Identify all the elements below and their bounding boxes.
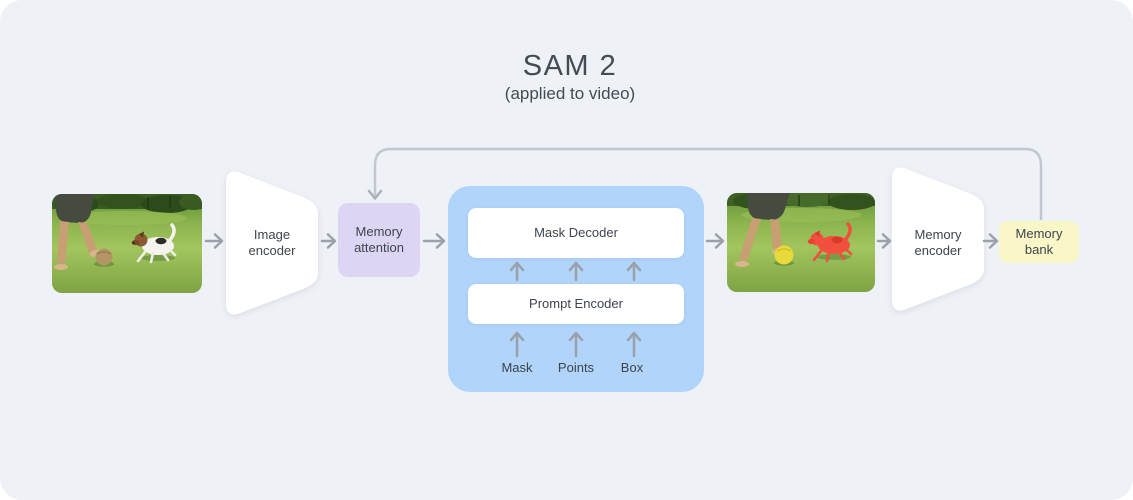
prompt-input-mask-label: Mask <box>501 360 533 375</box>
input-video-frame <box>52 194 202 293</box>
output-frame-scene <box>727 193 875 292</box>
prompt-encoder-node: Prompt Encoder <box>468 284 684 324</box>
diagram-title: SAM 2 <box>522 50 618 82</box>
memory-attention-node: Memory attention <box>338 203 420 277</box>
memory-encoder-label: Memory encoder <box>914 227 962 258</box>
memory-bank-node: Memory bank <box>999 221 1079 263</box>
prompt-input-box-label: Box <box>620 360 644 375</box>
image-encoder-label: Image encoder <box>248 227 296 258</box>
input-frame-scene <box>52 194 202 293</box>
diagram-subtitle: (applied to video) <box>504 84 636 103</box>
mask-decoder-node: Mask Decoder <box>468 208 684 258</box>
image-encoder-shape <box>226 171 318 315</box>
prompt-input-points-label: Points <box>557 360 595 375</box>
memory-bank-label: Memory bank <box>1015 226 1063 257</box>
memory-attention-label: Memory attention <box>354 224 404 255</box>
output-video-frame <box>727 193 875 292</box>
prompt-encoder-label: Prompt Encoder <box>529 296 623 311</box>
mask-decoder-label: Mask Decoder <box>534 225 618 240</box>
